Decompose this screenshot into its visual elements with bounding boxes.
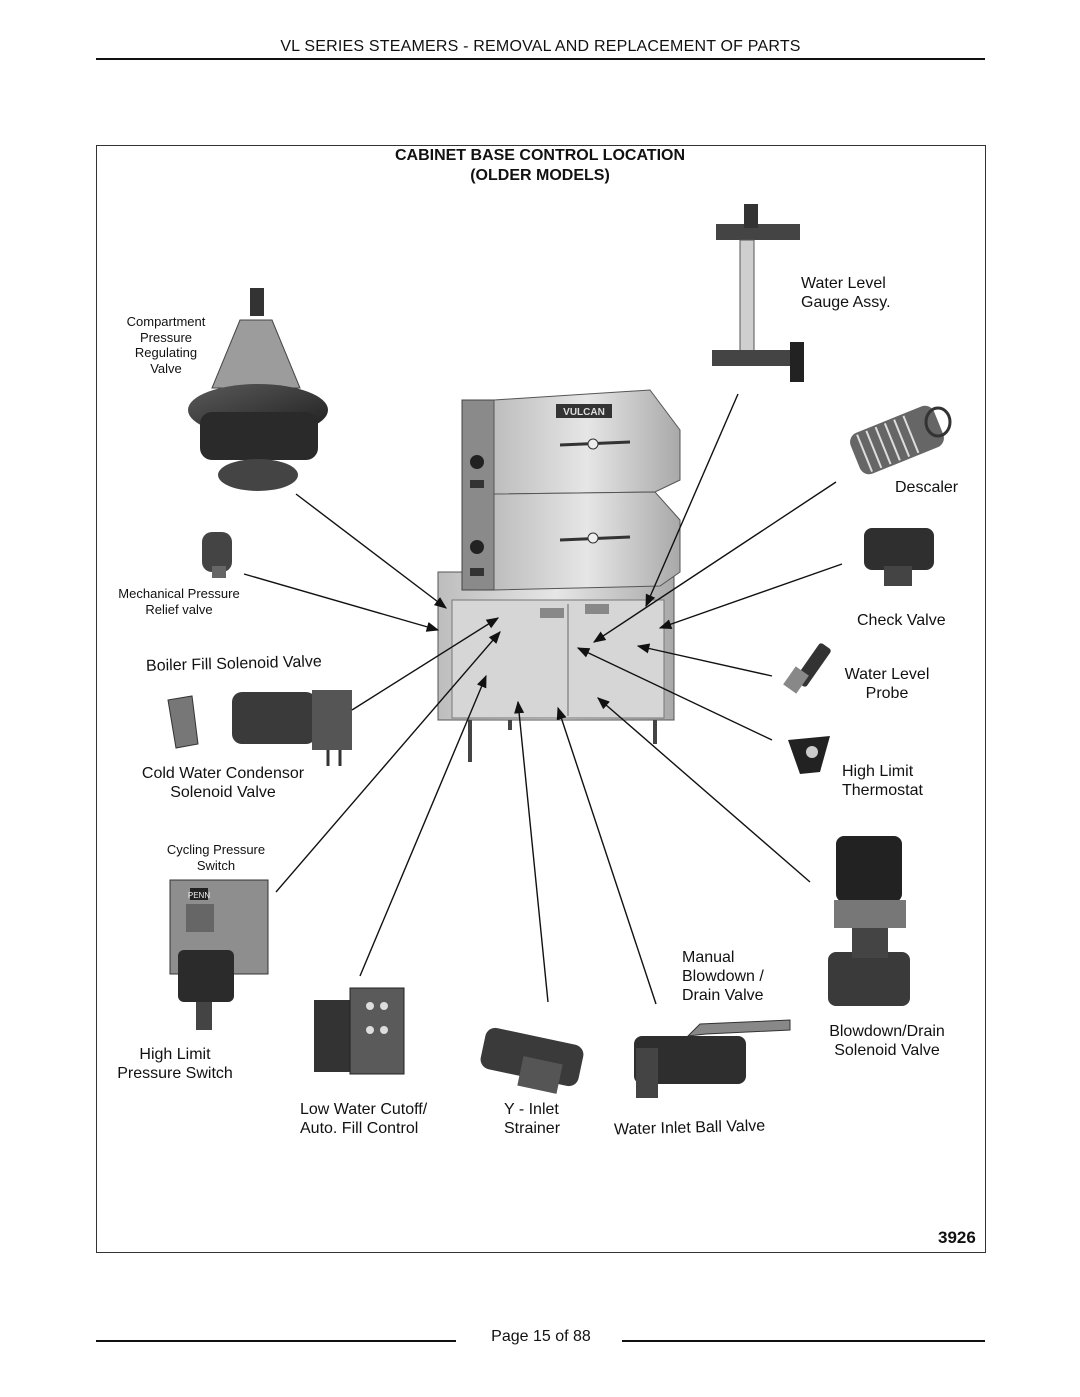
svg-text:VULCAN: VULCAN [563,407,605,418]
pressure-regulating-valve-image [188,288,328,491]
label-high-limit-thermostat: High Limit Thermostat [842,763,923,800]
svg-text:PENN: PENN [188,891,210,900]
label-check-valve: Check Valve [857,612,946,629]
check-valve-image [864,528,934,586]
figure-title-line1: CABINET BASE CONTROL LOCATION [394,147,686,164]
label-cycling-switch: Cycling Pressure Switch [166,842,266,873]
label-gauge-assy: Water Level Gauge Assy. [801,275,891,312]
gauge-assy-image [712,204,804,382]
footer-rule-right [622,1340,985,1342]
label-compartment-valve: Compartment Pressure Regulating Valve [126,314,206,376]
page-number: Page 15 of 88 [491,1328,591,1345]
pressure-switch-image: PENN [169,879,269,1030]
steamer-upper-body [461,389,681,591]
label-blowdown-solenoid: Blowdown/Drain Solenoid Valve [829,1023,945,1060]
header-rule [96,58,985,60]
label-low-water: Low Water Cutoff/ Auto. Fill Control [300,1101,428,1138]
descaler-image [850,405,952,475]
label-descaler: Descaler [895,479,959,496]
low-water-cutoff-image [314,987,405,1075]
thermostat-image [788,736,830,774]
figure-frame [96,145,986,1253]
water-level-probe-image [783,643,831,694]
label-mech-relief: Mechanical Pressure Relief valve [118,586,240,617]
blowdown-solenoid-image [828,836,910,1006]
label-high-limit-switch: High Limit Pressure Switch [117,1046,233,1083]
figure-number: 3926 [938,1228,976,1247]
label-manual-blowdown: Manual Blowdown / Drain Valve [682,949,764,1005]
figure-title-line2: (OLDER MODELS) [470,167,610,184]
label-water-level-probe: Water Level Probe [844,666,930,703]
relief-valve-image [202,532,232,578]
ball-valve-image [634,1019,791,1098]
y-strainer-image [480,1027,584,1094]
footer-rule-left [96,1340,456,1342]
leader-arrows [243,393,843,1005]
solenoid-valve-image [167,690,352,766]
steamer-brand: VULCAN [563,407,605,418]
label-y-strainer: Y - Inlet Strainer [504,1101,561,1138]
label-cold-water: Cold Water Condensor Solenoid Valve [141,765,305,802]
page-header-title: VL SERIES STEAMERS - REMOVAL AND REPLACE… [280,38,801,55]
